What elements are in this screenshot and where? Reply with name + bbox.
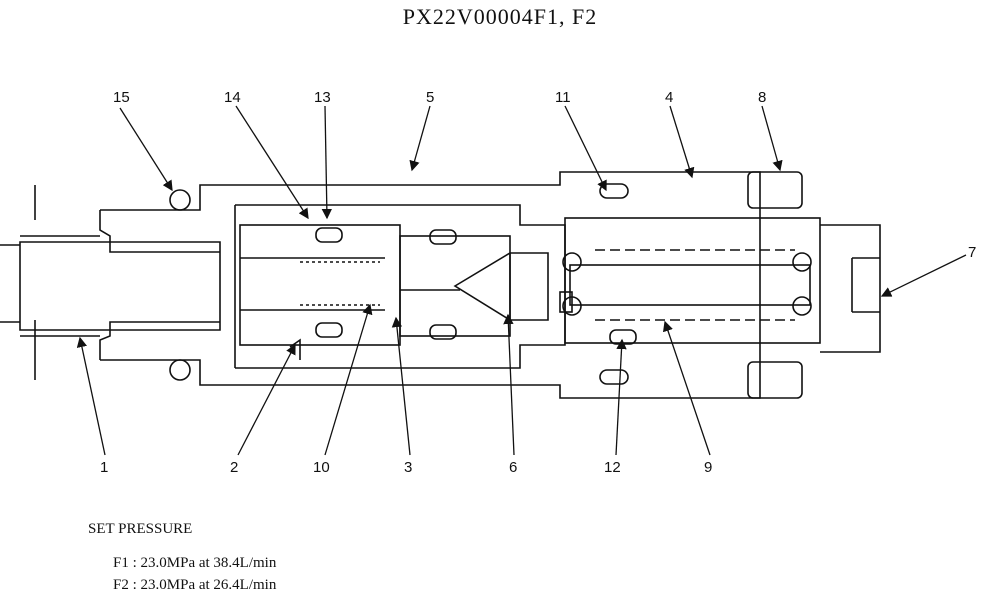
callout-12: 12 — [604, 459, 621, 476]
callout-3: 3 — [404, 459, 412, 476]
callout-8: 8 — [758, 89, 766, 106]
callout-10: 10 — [313, 459, 330, 476]
diagram-title: PX22V00004F1, F2 — [402, 4, 598, 29]
set-pressure-notes: SET PRESSURE F1 : 23.0MPa at 38.4L/min F… — [88, 518, 276, 596]
leader-lines — [76, 105, 967, 456]
callout-numbers: 15 14 13 5 11 4 8 7 1 2 10 3 6 12 9 — [100, 89, 976, 476]
callout-1: 1 — [100, 459, 108, 476]
set-pressure-heading: SET PRESSURE — [88, 521, 193, 537]
callout-15: 15 — [113, 89, 130, 106]
callout-2: 2 — [230, 459, 238, 476]
valve-outline — [0, 171, 881, 399]
callout-9: 9 — [704, 459, 712, 476]
set-pressure-f1: F1 : 23.0MPa at 38.4L/min — [113, 555, 277, 571]
set-pressure-f2: F2 : 23.0MPa at 26.4L/min — [113, 577, 277, 593]
callout-4: 4 — [665, 89, 673, 106]
callout-13: 13 — [314, 89, 331, 106]
callout-6: 6 — [509, 459, 517, 476]
callout-14: 14 — [224, 89, 241, 106]
callout-11: 11 — [555, 89, 571, 106]
callout-5: 5 — [426, 89, 434, 106]
callout-7: 7 — [968, 244, 976, 261]
